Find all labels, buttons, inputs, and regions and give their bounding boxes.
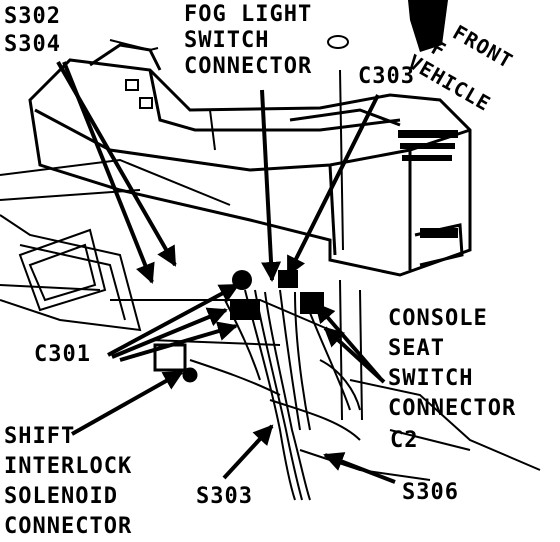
label-s304: S304 <box>4 32 61 57</box>
fog-light-line-1: FOG LIGHT <box>184 2 313 27</box>
label-shift-interlock-solenoid-connector: SHIFT INTERLOCK SOLENOID CONNECTOR <box>4 422 132 542</box>
label-c301: C301 <box>34 342 91 367</box>
shift-line-2: INTERLOCK <box>4 454 133 479</box>
label-s306: S306 <box>402 480 459 505</box>
console-line-3: SWITCH <box>388 366 474 391</box>
console-line-2: SEAT <box>388 336 445 361</box>
label-c2: C2 <box>390 428 419 453</box>
label-s303: S303 <box>196 484 253 509</box>
console-line-1: CONSOLE <box>388 306 488 331</box>
shift-line-3: SOLENOID <box>4 484 118 509</box>
shift-line-4: CONNECTOR <box>4 514 133 539</box>
label-s302: S302 <box>4 4 61 29</box>
front-direction-arrow <box>408 0 448 52</box>
console-rear-vents <box>398 130 458 238</box>
callout-arrows <box>56 61 396 484</box>
label-fog-light-switch-connector: FOG LIGHT SWITCH CONNECTOR <box>184 2 312 80</box>
wiring-harness <box>189 279 363 501</box>
label-c303: C303 <box>358 64 415 89</box>
fog-light-line-3: CONNECTOR <box>184 54 313 79</box>
label-console-seat-switch-connector: CONSOLE SEAT SWITCH CONNECTOR <box>388 304 516 424</box>
side-panel-trim <box>18 228 107 312</box>
top-hardware <box>109 35 349 251</box>
fog-light-line-2: SWITCH <box>184 28 270 53</box>
console-line-4: CONNECTOR <box>388 396 517 421</box>
shift-line-1: SHIFT <box>4 424 76 449</box>
